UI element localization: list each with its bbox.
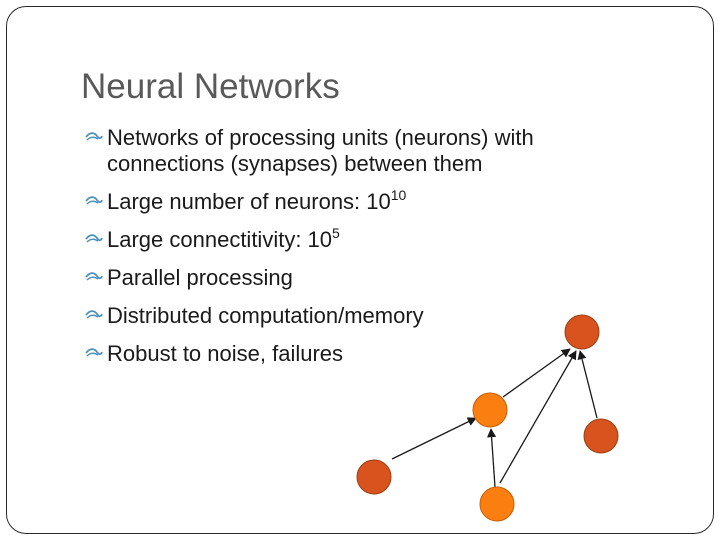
synapse-arrow xyxy=(502,348,571,398)
neuron-input xyxy=(479,486,515,522)
synapse-arrow xyxy=(499,350,577,484)
synapse-arrow xyxy=(577,350,598,419)
bullet-text: Robust to noise, failures xyxy=(107,341,344,366)
bullet-item: Large connectitivity: 105 xyxy=(81,225,641,253)
bullet-text: Distributed computation/memory xyxy=(107,303,424,328)
flag-bullet-icon xyxy=(85,234,103,243)
bullet-item: Large number of neurons: 1010 xyxy=(81,187,641,215)
neuron-input xyxy=(356,459,392,495)
synapse-arrow xyxy=(391,417,477,460)
flag-bullet-icon xyxy=(85,132,103,141)
bullet-text: Large connectitivity: 10 xyxy=(107,227,333,252)
slide-title: Neural Networks xyxy=(81,67,340,106)
bullet-list: Networks of processing units (neurons) w… xyxy=(81,125,641,379)
neuron-hidden xyxy=(472,392,508,428)
bullet-item: Distributed computation/memory xyxy=(81,303,641,329)
neuron-output xyxy=(564,314,600,350)
bullet-text: Large number of neurons: 10 xyxy=(107,189,391,214)
bullet-item: Parallel processing xyxy=(81,265,641,291)
bullet-item: Robust to noise, failures xyxy=(81,341,641,367)
bullet-text: Networks of processing units (neurons) w… xyxy=(107,125,534,176)
flag-bullet-icon xyxy=(85,272,103,281)
flag-bullet-icon xyxy=(85,196,103,205)
bullet-item: Networks of processing units (neurons) w… xyxy=(81,125,641,177)
slide: Neural Networks Networks of processing u… xyxy=(6,6,714,534)
bullet-text: Parallel processing xyxy=(107,265,293,290)
synapse-arrow xyxy=(487,428,497,488)
bullet-superscript: 5 xyxy=(332,225,340,241)
bullet-superscript: 10 xyxy=(390,187,407,203)
flag-bullet-icon xyxy=(85,348,103,357)
flag-bullet-icon xyxy=(85,310,103,319)
neuron-input xyxy=(583,418,619,454)
